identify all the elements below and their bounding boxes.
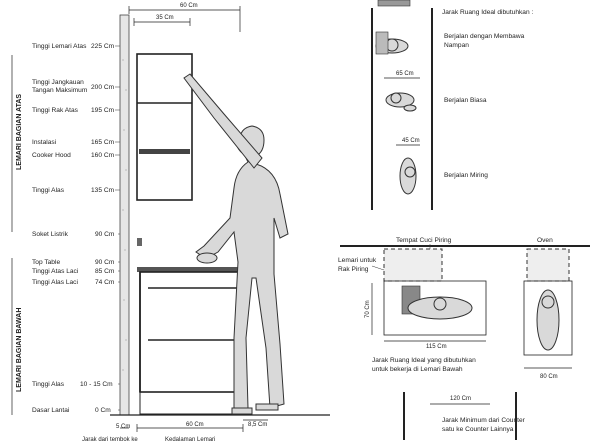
svg-text:Berjalan Biasa: Berjalan Biasa <box>444 97 487 104</box>
svg-text:Berjalan Miring: Berjalan Miring <box>444 172 488 179</box>
svg-text:65 Cm: 65 Cm <box>396 71 414 77</box>
height-label: Tinggi Atas Laci <box>32 268 79 275</box>
height-label: Top Table <box>32 259 60 266</box>
height-value: 90 Cm <box>95 259 115 266</box>
tempat-cuci-label: Tempat Cuci Piring <box>396 237 452 244</box>
svg-text:80 Cm: 80 Cm <box>540 374 558 380</box>
height-value: 200 Cm <box>91 84 115 91</box>
wall-hatch <box>122 59 127 371</box>
height-label: Dasar Lantai <box>32 407 70 414</box>
dim-depth-label: 60 Cm <box>186 422 204 428</box>
jarak-min-label: Jarak Minimum dari Counter <box>442 417 526 424</box>
jarak-min-label: satu ke Counter Lainnya <box>442 426 514 433</box>
work-area-sink <box>383 280 487 336</box>
wall <box>119 14 130 416</box>
upper-cabinet <box>136 53 193 201</box>
height-label: Cooker Hood <box>32 152 71 159</box>
height-label: Tinggi Lemari Atas <box>32 43 87 50</box>
oven-label: Oven <box>537 237 553 244</box>
person-top-oven <box>536 289 560 351</box>
oven-cabinet-box <box>526 248 570 282</box>
height-label: Tinggi Alas <box>32 187 65 194</box>
dim-kick-label: 8,5 Cm <box>248 422 267 428</box>
jarak-ideal-label: Jarak Ruang Ideal yang dibutuhkan <box>372 357 476 364</box>
person-top-sink <box>401 285 473 320</box>
person-figure <box>183 73 289 415</box>
svg-text:Berjalan dengan Membawa: Berjalan dengan Membawa <box>444 33 525 40</box>
height-label: Tangan Maksimum <box>32 87 88 94</box>
height-value: 165 Cm <box>91 139 115 146</box>
work-area-oven <box>523 280 573 356</box>
walk-normal-item: 65 Cm Berjalan Biasa <box>384 71 487 112</box>
kick-plinth <box>139 391 235 415</box>
lower-section-label: LEMARI BAGIAN BAWAH <box>16 308 23 392</box>
jarak-tembok-label: Jarak dari tembok ke <box>82 437 138 443</box>
height-label: Soket Listrik <box>32 231 69 238</box>
walkway-title: Jarak Ruang Ideal dibutuhkan : <box>442 9 533 16</box>
height-value: 195 Cm <box>91 107 115 114</box>
height-value: 10 - 15 Cm <box>80 381 113 388</box>
sink-cabinet-box <box>383 248 443 282</box>
top-table <box>137 267 243 272</box>
height-label-list: Tinggi Lemari Atas 225 Cm Tinggi Jangkau… <box>32 43 115 414</box>
height-label: Instalasi <box>32 139 57 146</box>
height-value: 135 Cm <box>91 187 115 194</box>
svg-text:120 Cm: 120 Cm <box>450 396 471 402</box>
lemari-rak-label: Lemari untuk <box>338 257 377 264</box>
height-value: 90 Cm <box>95 231 115 238</box>
height-value: 0 Cm <box>95 407 111 414</box>
height-value: 74 Cm <box>95 279 115 286</box>
svg-text:45 Cm: 45 Cm <box>402 138 420 144</box>
height-label: Tinggi Alas <box>32 381 65 388</box>
height-label: Tinggi Jangkauan <box>32 79 84 86</box>
power-socket <box>137 238 142 246</box>
dim-60-top-label: 60 Cm <box>180 3 198 9</box>
height-label: Tinggi Alas Laci <box>32 279 78 286</box>
height-value: 160 Cm <box>91 152 115 159</box>
walk-tray-item: Berjalan dengan Membawa Nampan <box>375 0 525 55</box>
svg-text:115 Cm: 115 Cm <box>426 344 447 350</box>
dim-wall-gap: 5 Cm <box>116 424 130 430</box>
height-value: 225 Cm <box>91 43 115 50</box>
lemari-rak-label: Rak Piring <box>338 266 369 273</box>
kedalaman-label: Kedalaman Lemari <box>165 437 215 443</box>
height-value: 85 Cm <box>95 268 115 275</box>
cooker-hood <box>139 149 190 154</box>
upper-section-label: LEMARI BAGIAN ATAS <box>16 94 23 170</box>
jarak-ideal-label: untuk bekerja di Lemari Bawah <box>372 366 463 373</box>
lower-cabinet <box>139 271 241 393</box>
dim-35-top-label: 35 Cm <box>156 15 174 21</box>
svg-text:Nampan: Nampan <box>444 42 469 49</box>
walk-side-item: 45 Cm Berjalan Miring <box>396 138 488 195</box>
height-label: Tinggi Rak Atas <box>32 107 79 114</box>
svg-text:70 Cm: 70 Cm <box>365 300 371 318</box>
